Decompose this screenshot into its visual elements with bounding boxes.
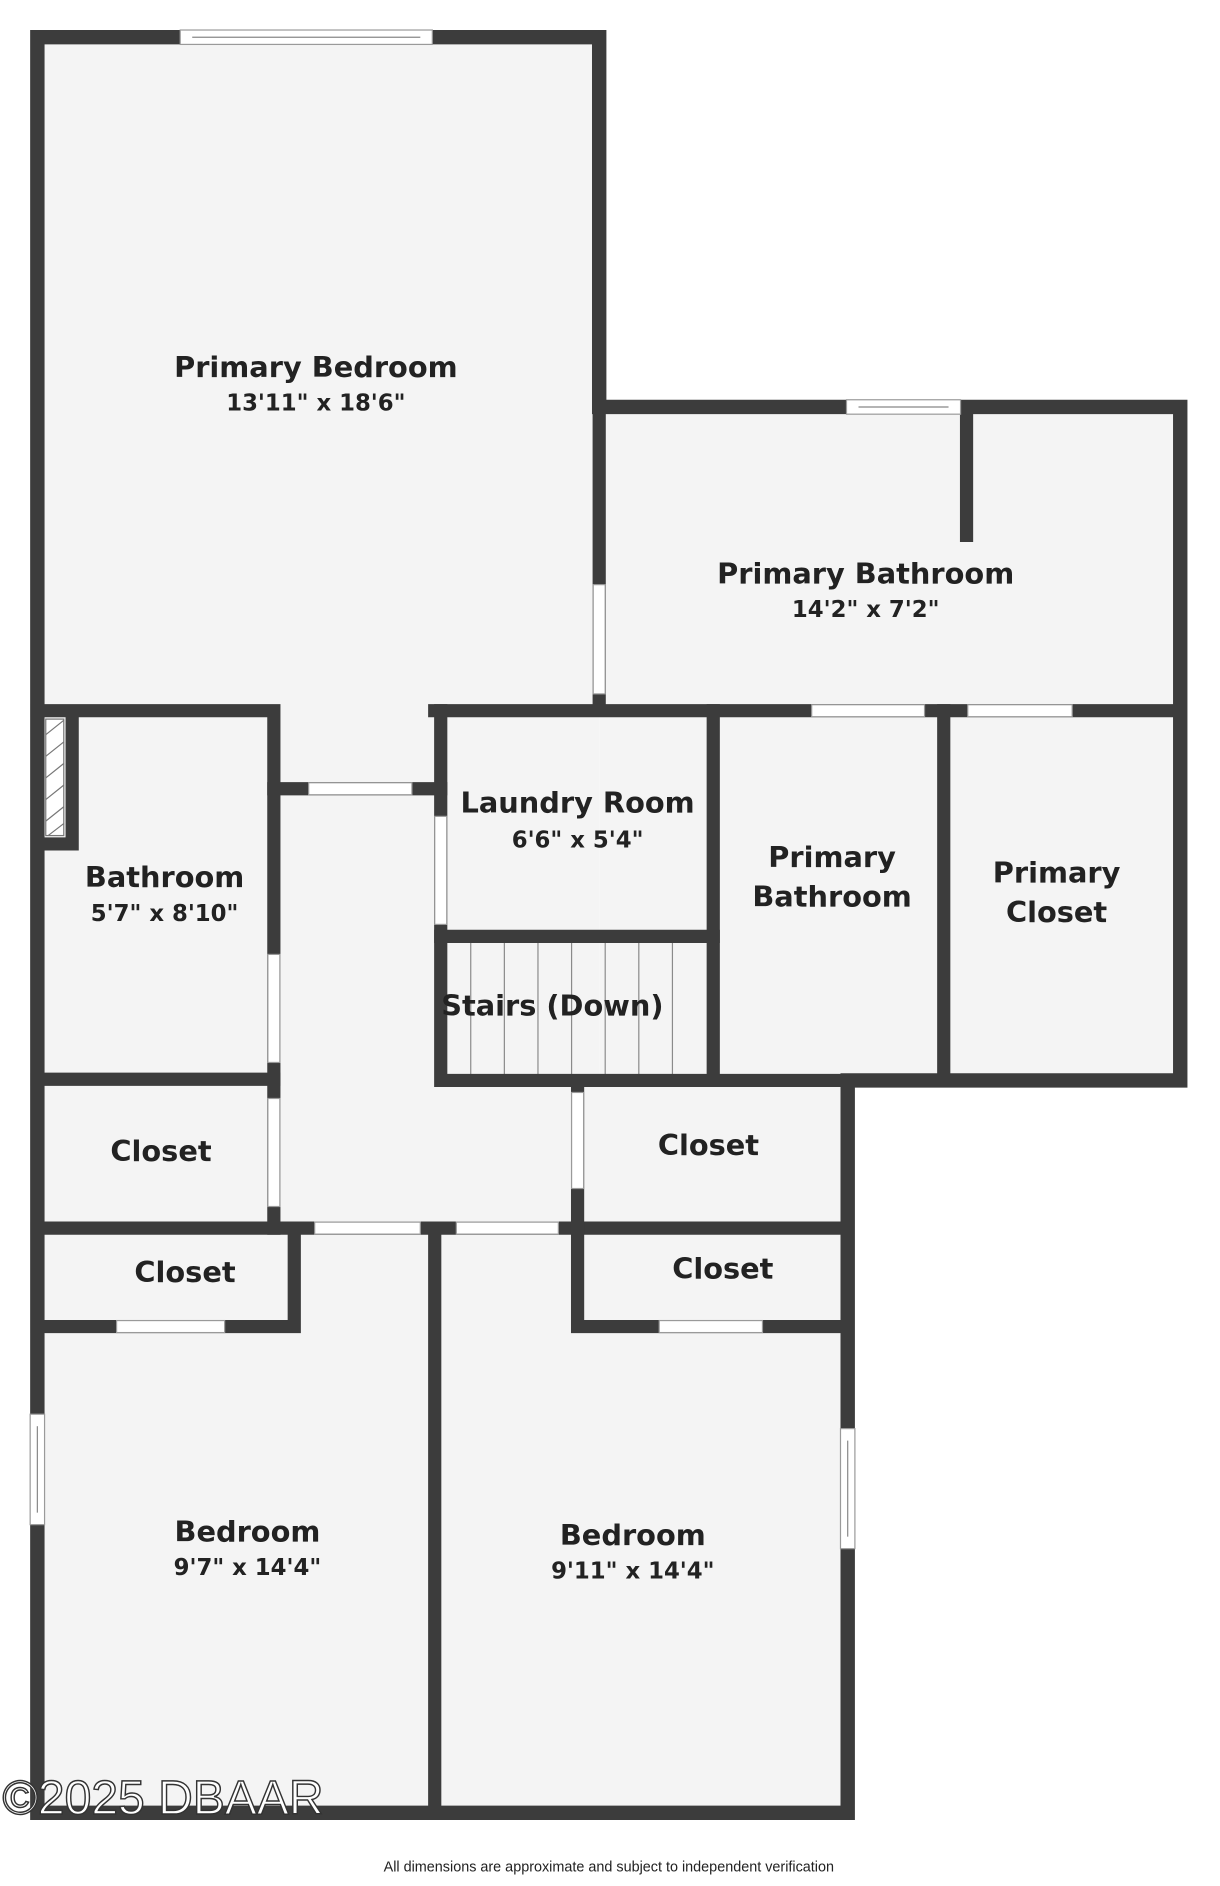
room-labels: Primary Bedroom 13'11" x 18'6" Primary B… — [85, 350, 1121, 1585]
room-name: Primary Bathroom — [717, 556, 1014, 590]
room-name: Bathroom — [752, 879, 911, 913]
door-opening — [658, 1319, 764, 1334]
room-name: Primary — [993, 855, 1121, 889]
room-name: Closet — [134, 1255, 235, 1289]
door-opening — [115, 1319, 226, 1334]
room-name: Bedroom — [175, 1514, 321, 1548]
room-name: Closet — [672, 1252, 773, 1286]
room-dimensions: 6'6" x 5'4" — [512, 828, 644, 854]
room-name: Stairs (Down) — [441, 989, 663, 1023]
stairs — [470, 942, 674, 1075]
door-opening — [434, 815, 448, 925]
room-name: Closet — [1006, 895, 1107, 929]
door-opening — [570, 1091, 585, 1190]
door-opening — [967, 704, 1073, 718]
door-opening — [592, 584, 606, 695]
room-name: Closet — [110, 1134, 211, 1168]
room-name: Primary — [768, 840, 896, 874]
room-name: Laundry Room — [461, 786, 695, 820]
room-dimensions: 9'7" x 14'4" — [174, 1555, 322, 1581]
room-dimensions: 14'2" x 7'2" — [792, 597, 940, 623]
floor-areas — [37, 37, 1181, 1813]
door-opening — [811, 704, 926, 718]
openings — [29, 29, 1073, 1550]
linen-shaft — [45, 718, 65, 837]
door-opening — [314, 1221, 421, 1235]
door-opening — [455, 1221, 559, 1235]
room-name: Bathroom — [85, 860, 244, 894]
room-dimensions: 13'11" x 18'6" — [226, 391, 405, 417]
walls — [30, 30, 1188, 1820]
room-name: Bedroom — [560, 1518, 706, 1552]
door-opening — [267, 1097, 281, 1208]
door-opening — [267, 953, 281, 1064]
footer-disclaimer: All dimensions are approximate and subje… — [384, 1860, 834, 1876]
watermark: ©2025 DBAAR — [3, 1772, 324, 1825]
room-dimensions: 5'7" x 8'10" — [91, 901, 239, 927]
room-name: Primary Bedroom — [174, 350, 457, 384]
room-dimensions: 9'11" x 14'4" — [551, 1559, 714, 1585]
room-name: Closet — [658, 1128, 759, 1162]
door-opening — [308, 782, 413, 796]
